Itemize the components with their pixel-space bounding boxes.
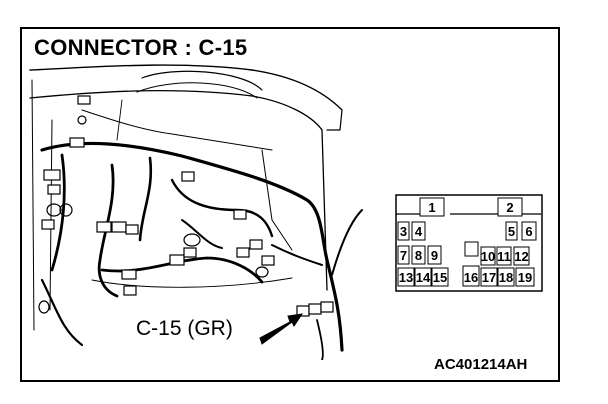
pin-13: 13: [397, 267, 415, 287]
connector-callout-label: C-15 (GR): [136, 317, 233, 340]
pin-19: 19: [515, 267, 535, 287]
pin-label: 19: [518, 270, 532, 285]
pin-label: 11: [497, 249, 511, 264]
pin-label: 16: [464, 270, 478, 285]
pin-17: 17: [480, 267, 498, 287]
pin-label: 10: [481, 249, 495, 264]
pin-label: 1: [428, 200, 435, 215]
pin-label: 7: [400, 248, 407, 263]
diagram-frame: [20, 27, 560, 382]
pin-10: 10: [480, 246, 496, 266]
pin-label: 4: [415, 224, 423, 239]
pin-label: 13: [399, 270, 413, 285]
pin-label: 5: [508, 224, 515, 239]
pin-label: 9: [431, 248, 438, 263]
pin-5: 5: [505, 221, 518, 241]
pin-4: 4: [411, 221, 426, 241]
pin-7: 7: [397, 245, 410, 265]
pin-2: 2: [497, 197, 523, 217]
pin-12: 12: [513, 246, 530, 266]
pin-11: 11: [496, 246, 512, 266]
pin-label: 18: [499, 270, 513, 285]
wiring-harness-illustration: [29, 64, 363, 360]
figure-id: AC401214AH: [434, 356, 528, 373]
pin-label: 12: [514, 249, 528, 264]
pin-label: 6: [525, 224, 532, 239]
pin-18: 18: [497, 267, 515, 287]
diagram-title: CONNECTOR : C-15: [34, 35, 248, 60]
pin-label: 15: [433, 270, 447, 285]
pin-15: 15: [431, 267, 449, 287]
pin-label: 14: [416, 270, 431, 285]
pin-8: 8: [411, 245, 426, 265]
pin-label: 2: [506, 200, 513, 215]
key-cavity: [464, 241, 479, 257]
pin-3: 3: [397, 221, 410, 241]
pin-16: 16: [462, 265, 480, 287]
pin-1: 1: [419, 197, 445, 217]
pin-6: 6: [521, 221, 537, 241]
pin-label: 3: [400, 224, 407, 239]
callout-arrow-icon: [259, 313, 304, 345]
pin-label: 17: [482, 270, 496, 285]
pin-9: 9: [427, 245, 442, 265]
pin-label: 8: [415, 248, 422, 263]
pin-14: 14: [414, 267, 432, 287]
